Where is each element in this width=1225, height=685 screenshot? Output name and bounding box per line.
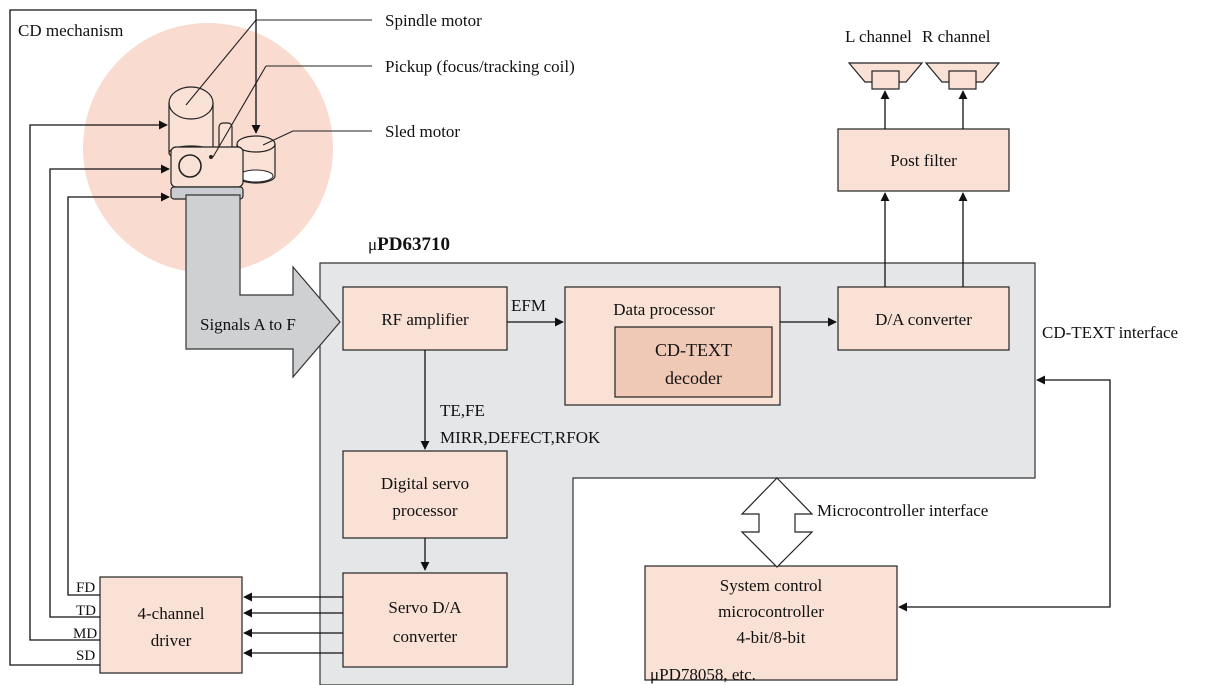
da-converter-label: D/A converter xyxy=(875,310,972,329)
spindle-callout-line xyxy=(185,19,257,106)
data-processor-label: Data processor xyxy=(613,300,715,319)
efm-label: EFM xyxy=(511,296,546,315)
driver-label-2: driver xyxy=(151,631,192,650)
driver-label-1: 4-channel xyxy=(137,604,204,623)
digital-servo-block xyxy=(342,450,508,539)
microcontroller-interface-arrow xyxy=(740,477,814,568)
signals-label: Signals A to F xyxy=(200,315,296,334)
rf-amplifier-label: RF amplifier xyxy=(381,310,469,329)
cd-text-interface-label: CD-TEXT interface xyxy=(1042,323,1178,342)
pickup-label: Pickup (focus/tracking coil) xyxy=(385,57,575,76)
sd-label: SD xyxy=(76,648,95,664)
post-filter-label: Post filter xyxy=(890,151,957,170)
cd-mechanism-frame xyxy=(9,9,100,666)
td-label: TD xyxy=(76,603,96,619)
fd-line xyxy=(67,192,170,596)
cd-mechanism-label: CD mechanism xyxy=(18,21,123,40)
fd-label: FD xyxy=(76,580,95,596)
pickup-callout-line xyxy=(212,65,267,158)
system-control-block xyxy=(644,565,898,681)
system-control-label-3: 4-bit/8-bit xyxy=(737,628,806,647)
servo-da-label-2: converter xyxy=(393,627,458,646)
da-converter-block xyxy=(837,286,1010,351)
cd-text-decoder-label-1: CD-TEXT xyxy=(655,340,732,360)
post-filter-block xyxy=(837,128,1010,192)
upd78058-label: μPD78058, etc. xyxy=(650,665,756,684)
servo-da-label-1: Servo D/A xyxy=(388,598,462,617)
system-control-label-2: microcontroller xyxy=(718,602,824,621)
cd-text-decoder-block xyxy=(614,326,773,398)
cd-text-decoder-label-2: decoder xyxy=(665,368,722,388)
cd-text-interface-line xyxy=(898,375,1111,612)
r-channel-speaker-icon xyxy=(924,62,1001,90)
sled-drive-line xyxy=(60,9,261,134)
spindle-motor-label: Spindle motor xyxy=(385,11,482,30)
upd63710-label: μPD63710 xyxy=(368,234,450,255)
system-control-label-1: System control xyxy=(720,576,823,595)
sled-motor-label: Sled motor xyxy=(385,122,460,141)
l-channel-speaker-icon xyxy=(847,62,924,90)
rf-amplifier-block xyxy=(342,286,508,351)
microcontroller-interface-label: Microcontroller interface xyxy=(817,501,988,520)
servo-da-block xyxy=(342,572,508,668)
driver-block xyxy=(99,576,243,674)
signals-arrow xyxy=(185,194,341,379)
te-fe-label: TE,FE xyxy=(440,401,485,420)
r-channel-label: R channel xyxy=(922,27,991,46)
sled-callout-line xyxy=(262,130,294,146)
md-label: MD xyxy=(73,626,97,642)
l-channel-label: L channel xyxy=(845,27,912,46)
digital-servo-label-2: processor xyxy=(392,501,457,520)
digital-servo-label-1: Digital servo xyxy=(381,474,469,493)
td-line xyxy=(49,164,170,618)
md-line xyxy=(29,120,168,641)
mirr-defect-label: MIRR,DEFECT,RFOK xyxy=(440,428,601,447)
